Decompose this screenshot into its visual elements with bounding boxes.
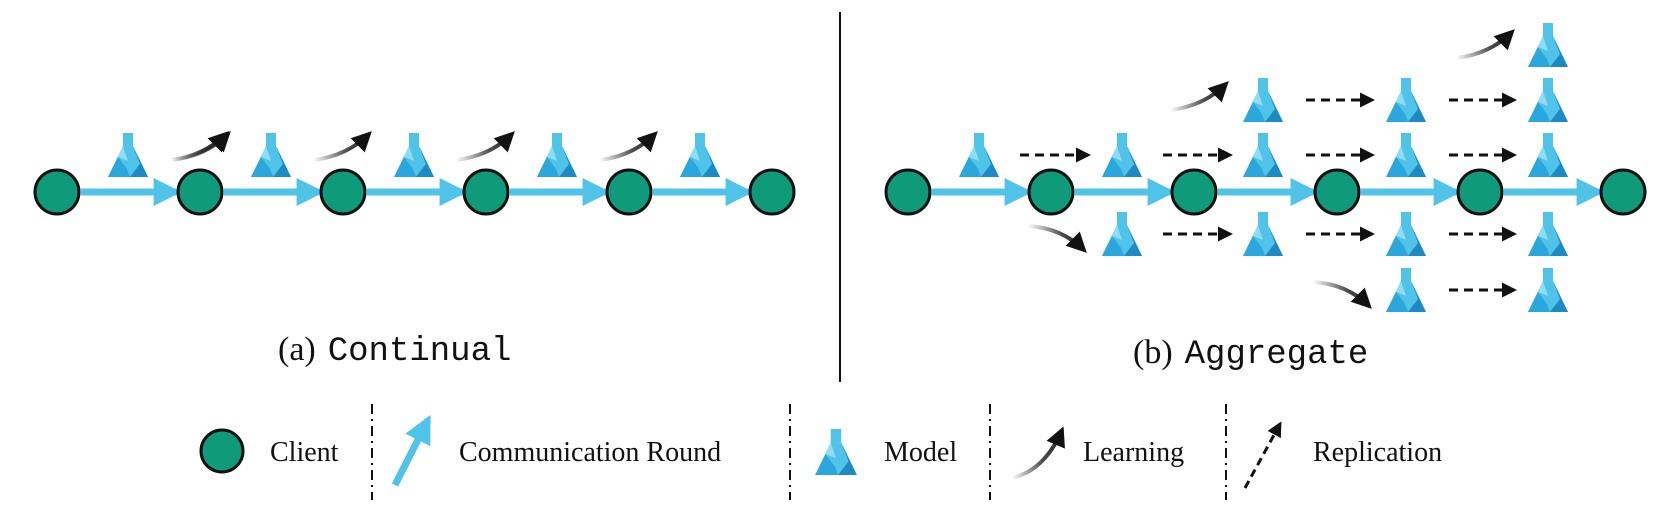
learning-arrow [598, 131, 658, 162]
client-node [462, 168, 510, 216]
model-icon [1528, 268, 1568, 312]
client-node [1170, 168, 1218, 216]
learning-arrow [169, 131, 229, 162]
caption-aggregate-label: (b) [1133, 334, 1173, 371]
caption-continual-name: Continual [328, 333, 512, 371]
client-node [884, 168, 932, 216]
client-node [605, 168, 653, 216]
legend-client: Client [270, 437, 339, 468]
client-node [1456, 168, 1504, 216]
learning-arrow [312, 131, 372, 162]
caption-aggregate-name: Aggregate [1185, 336, 1369, 374]
client-icon [199, 428, 245, 474]
model-icon [1528, 133, 1568, 177]
model-icon [1528, 212, 1568, 256]
model-icon [680, 133, 720, 177]
client-node [1027, 168, 1075, 216]
continual-diagram [33, 131, 796, 216]
client-node [748, 168, 796, 216]
model-icon [1386, 212, 1426, 256]
learning-arrow [1027, 224, 1087, 253]
learning-arrow-icon [1011, 426, 1065, 480]
client-node [176, 168, 224, 216]
model-icon [1102, 212, 1142, 256]
legend-learning: Learning [1083, 437, 1184, 468]
model-icon [1243, 133, 1283, 177]
caption-aggregate: (b) Aggregate [1133, 334, 1368, 374]
model-icon [815, 429, 857, 475]
caption-continual-label: (a) [278, 331, 316, 368]
model-icon [1243, 212, 1283, 256]
model-icon [537, 133, 577, 177]
learning-arrow [1312, 280, 1372, 309]
model-icon [1528, 78, 1568, 122]
legend: Client Communication Round Model Learnin… [199, 404, 1442, 500]
model-icon [959, 133, 999, 177]
model-icon [1386, 78, 1426, 122]
replication-arrow-icon [1243, 421, 1282, 489]
model-icon [108, 133, 148, 177]
caption-continual: (a) Continual [278, 331, 511, 371]
model-icon [1102, 133, 1142, 177]
client-node [1599, 168, 1647, 216]
client-node [319, 168, 367, 216]
learning-arrow [455, 131, 515, 162]
model-icon [251, 133, 291, 177]
learning-arrow [1455, 29, 1515, 60]
legend-round: Communication Round [459, 437, 721, 468]
model-icon [1243, 78, 1283, 122]
model-icon [1528, 23, 1568, 67]
communication-round-arrow-icon [391, 415, 432, 487]
legend-replication: Replication [1313, 437, 1442, 468]
legend-model: Model [884, 437, 957, 468]
learning-arrow [171, 131, 231, 162]
aggregate-diagram [884, 23, 1647, 312]
learning-arrow [1169, 81, 1229, 112]
model-icon [394, 133, 434, 177]
model-icon [1386, 268, 1426, 312]
client-node [33, 168, 81, 216]
model-icon [1386, 133, 1426, 177]
client-node [1313, 168, 1361, 216]
